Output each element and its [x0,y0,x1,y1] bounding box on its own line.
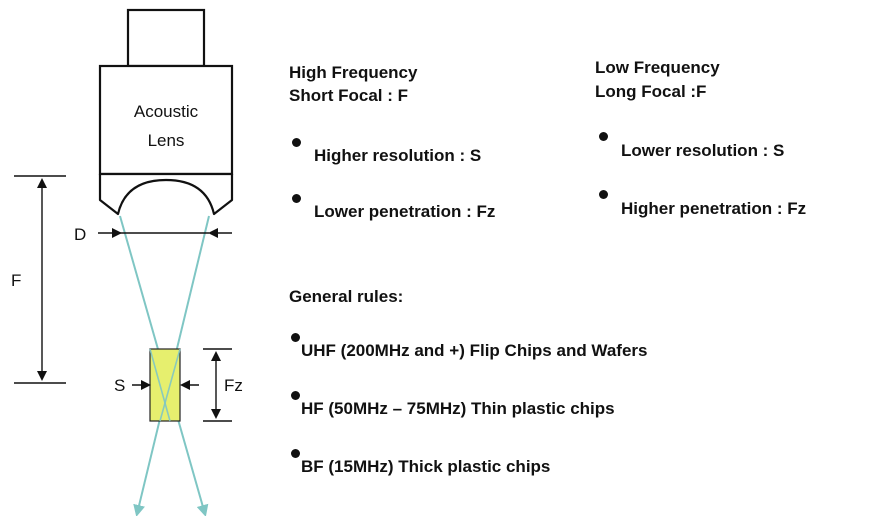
hf-bullet-1: Higher resolution : S [314,146,482,165]
rule-item-1: UHF (200MHz and +) Flip Chips and Wafers [301,341,648,360]
lf-title-line2: Long Focal :F [595,82,707,101]
rule-dot-1 [291,333,300,342]
beam-overlay-right [159,348,181,422]
lf-bullet-2: Higher penetration : Fz [621,199,807,218]
lens-housing [98,64,234,176]
rule-dot-3 [291,449,300,458]
hf-bullet-dot-2 [292,194,301,203]
rule-dot-2 [291,391,300,400]
label-f: F [11,271,21,290]
lf-bullet-1: Lower resolution : S [621,141,785,160]
label-d: D [74,225,86,244]
label-s: S [114,376,125,395]
transducer-connector [126,8,206,68]
lens-label-line2: Lens [148,131,185,150]
focal-zone [149,348,181,422]
label-fz: Fz [224,376,243,395]
beam-overlay-left [149,348,171,422]
rule-item-3: BF (15MHz) Thick plastic chips [301,457,551,476]
lf-bullet-dot-2 [599,190,608,199]
lf-bullet-dot-1 [599,132,608,141]
hf-bullet-dot-1 [292,138,301,147]
hf-title-line1: High Frequency [289,63,418,82]
lf-title-line1: Low Frequency [595,58,720,77]
lens-label-line1: Acoustic [134,102,199,121]
hf-bullet-2: Lower penetration : Fz [314,202,496,221]
general-rules-heading: General rules: [289,287,404,306]
hf-title-line2: Short Focal : F [289,86,408,105]
lens-cavity [98,172,234,216]
rule-item-2: HF (50MHz – 75MHz) Thin plastic chips [301,399,615,418]
